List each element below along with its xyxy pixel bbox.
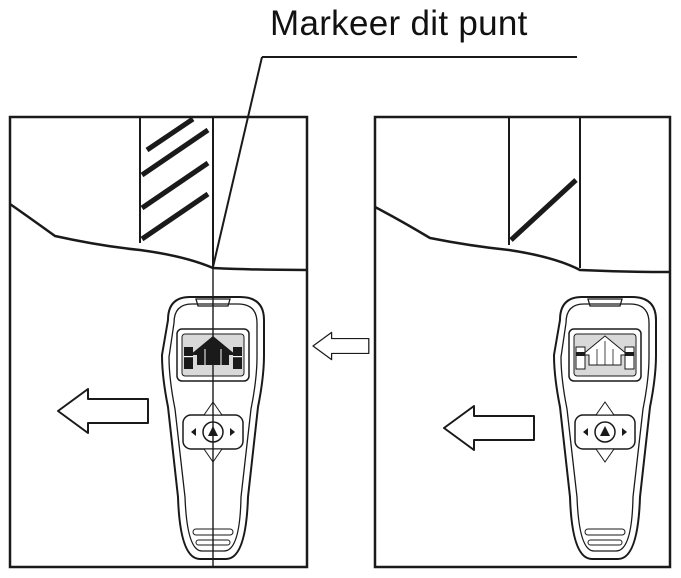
stud [139,116,214,267]
display-arrow-light [575,335,635,370]
wall-break-edge [9,202,308,272]
wall-break-edge [374,205,671,274]
left-panel [8,115,309,569]
stud-finder-device [553,296,657,560]
arrow-left-icon [312,331,370,361]
stud [508,117,581,268]
callout-label: Markeer dit punt [270,4,528,43]
callout-leader [212,56,577,268]
right-panel [373,115,672,569]
